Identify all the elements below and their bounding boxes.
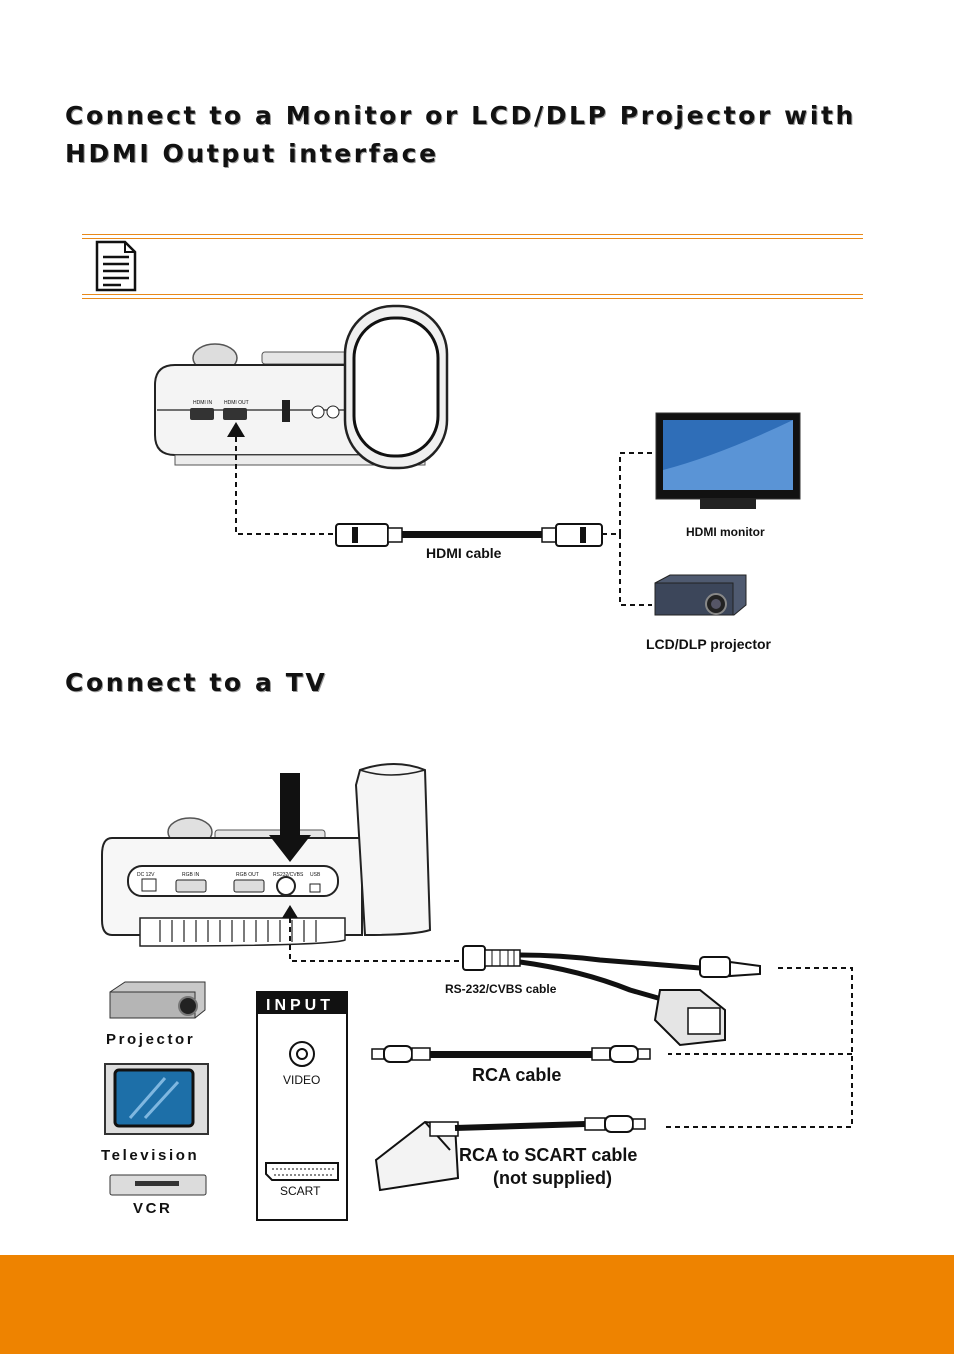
heading-tv: Connect to a TV: [65, 668, 328, 697]
arrow-rs232: [282, 905, 298, 918]
scart-cable-label-line1: RCA to SCART cable: [459, 1145, 637, 1165]
hdmi-cable-label: HDMI cable: [426, 545, 502, 561]
hdmi-monitor: [655, 412, 801, 509]
hdmi-diagram: HDMI IN HDMI OUT HDMI cable HDMI monitor…: [154, 304, 801, 652]
input-panel-scart-label: SCART: [280, 1184, 321, 1198]
port-label-hdmi-out: HDMI OUT: [224, 400, 249, 406]
input-panel-title: INPUT: [266, 997, 334, 1014]
arrow-hdmi-out: [227, 422, 245, 437]
heading-hdmi: Connect to a Monitor or LCD/DLP Projecto…: [65, 101, 856, 168]
rs232-cable-label: RS-232/CVBS cable: [445, 982, 557, 996]
television-device: [104, 1063, 209, 1135]
port-label-dc: DC 12V: [137, 872, 155, 878]
port-label-rgb-out: RGB OUT: [236, 872, 259, 878]
footer-bar: [0, 1255, 954, 1354]
projector-device: [109, 981, 206, 1019]
note-bottom-rule: [82, 294, 863, 299]
rs232-cable: [462, 945, 761, 1047]
scart-cable-label-line2: (not supplied): [493, 1168, 612, 1188]
port-label-hdmi-in: HDMI IN: [193, 400, 213, 406]
document-camera-back: DC 12V RGB IN RGB OUT RS232/CVBS USB: [101, 763, 432, 947]
input-panel-video-label: VIDEO: [283, 1073, 320, 1087]
note-icon: [95, 240, 137, 292]
device-label-television: Television: [101, 1147, 199, 1164]
device-label-projector: Projector: [106, 1031, 195, 1048]
lcd-projector: [654, 574, 747, 616]
input-panel: INPUT VIDEO SCART: [256, 991, 348, 1221]
vcr-device: [109, 1174, 207, 1196]
note-top-rule: [82, 234, 863, 239]
document-camera-side: HDMI IN HDMI OUT: [154, 304, 449, 470]
port-label-rgb-in: RGB IN: [182, 872, 200, 878]
arrow-down-icon: [269, 773, 311, 862]
rca-cable-label: RCA cable: [472, 1065, 561, 1085]
port-label-rs232: RS232/CVBS: [273, 872, 304, 878]
device-label-vcr: VCR: [133, 1200, 172, 1217]
hdmi-monitor-label: HDMI monitor: [686, 525, 765, 539]
port-label-usb: USB: [310, 872, 321, 878]
scart-socket-icon: [265, 1162, 339, 1181]
hdmi-cable: [335, 523, 603, 547]
rca-to-scart-cable: [374, 1115, 646, 1192]
rca-cable: [371, 1045, 651, 1063]
lcd-projector-label: LCD/DLP projector: [646, 636, 772, 652]
